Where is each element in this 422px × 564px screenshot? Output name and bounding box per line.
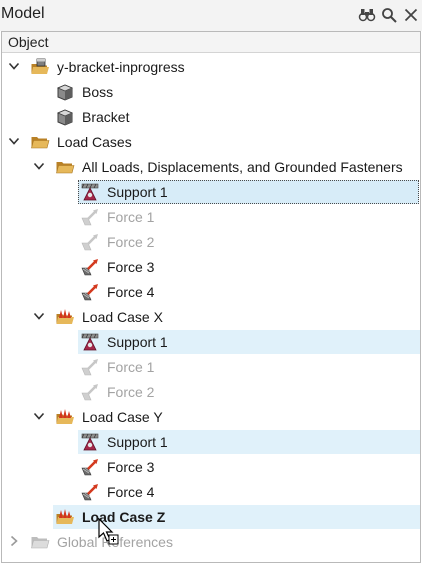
tree-node-label: Support 1 bbox=[107, 334, 168, 350]
force-icon bbox=[80, 457, 100, 477]
load-case-icon bbox=[55, 307, 75, 327]
tree-node-label: Force 4 bbox=[107, 284, 155, 300]
tree-node-label: Force 1 bbox=[107, 209, 155, 225]
tree-node-all-force-4[interactable]: Force 4 bbox=[2, 279, 420, 304]
force-icon bbox=[80, 357, 100, 377]
force-icon bbox=[80, 282, 100, 302]
force-icon bbox=[80, 257, 100, 277]
tree-node-bracket[interactable]: Bracket bbox=[2, 104, 420, 129]
tree-node-label: Force 2 bbox=[107, 234, 155, 250]
tree-node-label: Force 2 bbox=[107, 384, 155, 400]
chevron-down-icon[interactable] bbox=[8, 60, 20, 72]
tree-node-global-references[interactable]: Global References bbox=[2, 529, 420, 554]
drag-cursor-icon bbox=[98, 518, 119, 545]
selection-highlight bbox=[53, 505, 420, 529]
tree-node-lcx-support-1[interactable]: Support 1 bbox=[2, 329, 420, 354]
load-case-icon bbox=[55, 407, 75, 427]
tree-node-label: Load Case Y bbox=[82, 409, 163, 425]
tree-node-label: Load Case X bbox=[82, 309, 163, 325]
column-header-label: Object bbox=[8, 34, 49, 50]
tree-node-load-cases[interactable]: Load Cases bbox=[2, 129, 420, 154]
force-icon bbox=[80, 207, 100, 227]
tree-node-lcy-force-4[interactable]: Force 4 bbox=[2, 479, 420, 504]
force-icon bbox=[80, 232, 100, 252]
tree-node-load-case-z[interactable]: Load Case Z bbox=[2, 504, 420, 529]
tree-node-all-loads[interactable]: All Loads, Displacements, and Grounded F… bbox=[2, 154, 420, 179]
tree-node-load-case-y[interactable]: Load Case Y bbox=[2, 404, 420, 429]
titlebar-tools bbox=[358, 6, 420, 24]
tree-node-label: Support 1 bbox=[107, 184, 168, 200]
tree-node-model[interactable]: y-bracket-inprogress bbox=[2, 54, 420, 79]
tree-node-all-force-3[interactable]: Force 3 bbox=[2, 254, 420, 279]
tree-node-lcy-force-3[interactable]: Force 3 bbox=[2, 454, 420, 479]
tree-node-label: Force 1 bbox=[107, 359, 155, 375]
selection-highlight bbox=[78, 430, 420, 454]
selection-highlight bbox=[78, 180, 419, 204]
selection-highlight bbox=[78, 330, 420, 354]
chevron-down-icon[interactable] bbox=[33, 160, 45, 172]
tree-node-load-case-x[interactable]: Load Case X bbox=[2, 304, 420, 329]
folder-icon bbox=[30, 132, 50, 152]
tree-node-label: Force 4 bbox=[107, 484, 155, 500]
force-icon bbox=[80, 382, 100, 402]
tree-node-all-force-1[interactable]: Force 1 bbox=[2, 204, 420, 229]
tree-node-label: Load Cases bbox=[57, 134, 132, 150]
tree-node-label: Force 3 bbox=[107, 259, 155, 275]
chevron-right-icon[interactable] bbox=[8, 535, 20, 547]
chevron-down-icon[interactable] bbox=[8, 135, 20, 147]
force-icon bbox=[80, 482, 100, 502]
support-icon bbox=[80, 432, 100, 452]
part-icon bbox=[55, 82, 75, 102]
binoculars-icon[interactable] bbox=[358, 6, 376, 24]
tree-node-lcx-force-1[interactable]: Force 1 bbox=[2, 354, 420, 379]
tree-node-label: y-bracket-inprogress bbox=[57, 59, 185, 75]
tree-node-label: Bracket bbox=[82, 109, 130, 125]
support-icon bbox=[80, 182, 100, 202]
tree-node-label: Support 1 bbox=[107, 434, 168, 450]
chevron-down-icon[interactable] bbox=[33, 310, 45, 322]
tree-node-all-support-1[interactable]: Support 1 bbox=[2, 179, 420, 204]
column-header-object[interactable]: Object bbox=[2, 32, 420, 53]
tree-node-label: Force 3 bbox=[107, 459, 155, 475]
tree-node-label: Boss bbox=[82, 84, 114, 100]
chevron-down-icon[interactable] bbox=[33, 410, 45, 422]
tree-node-label: All Loads, Displacements, and Grounded F… bbox=[82, 159, 403, 175]
load-case-icon bbox=[55, 507, 75, 527]
panel-titlebar: Model bbox=[0, 0, 422, 31]
support-icon bbox=[80, 332, 100, 352]
tree-node-boss[interactable]: Boss bbox=[2, 79, 420, 104]
folder-icon bbox=[30, 532, 50, 552]
search-icon[interactable] bbox=[380, 6, 398, 24]
tree-node-label: Load Case Z bbox=[82, 509, 166, 525]
model-tree: Object y-bracket-inprogress Boss Bracket… bbox=[1, 31, 421, 563]
tree-node-lcx-force-2[interactable]: Force 2 bbox=[2, 379, 420, 404]
panel-title: Model bbox=[1, 5, 45, 22]
part-icon bbox=[55, 107, 75, 127]
folder-icon bbox=[55, 157, 75, 177]
assembly-icon bbox=[30, 57, 50, 77]
tree-node-all-force-2[interactable]: Force 2 bbox=[2, 229, 420, 254]
tree-node-lcy-support-1[interactable]: Support 1 bbox=[2, 429, 420, 454]
close-icon[interactable] bbox=[402, 6, 420, 24]
